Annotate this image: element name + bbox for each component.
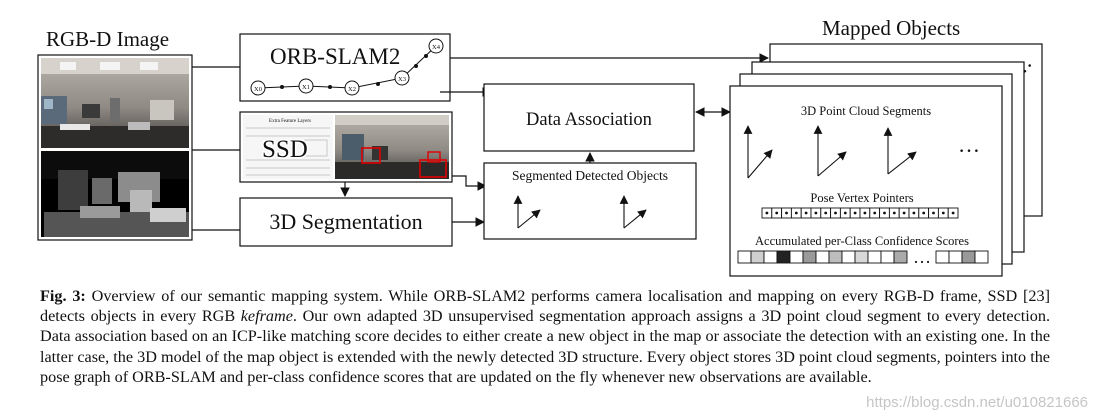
segmented-detected-objects-box: Segmented Detected Objects xyxy=(483,162,697,240)
pose-vertex-pointers-label: Pose Vertex Pointers xyxy=(810,191,913,205)
pose-graph-dots xyxy=(280,54,428,89)
pointer-dot xyxy=(775,211,779,215)
pointer-dot xyxy=(804,211,808,215)
more-scores-ellipsis: … xyxy=(913,247,931,267)
rgbd-image-panel xyxy=(37,54,193,241)
pointer-dot xyxy=(941,211,945,215)
confidence-cell xyxy=(737,250,752,264)
svg-text:Extra Feature Layers: Extra Feature Layers xyxy=(269,119,311,124)
watermark: https://blog.csdn.net/u010821666 xyxy=(866,394,1088,411)
mapped-objects-stack: … xyxy=(729,43,1043,277)
figure-caption: Fig. 3: Overview of our semantic mapping… xyxy=(40,286,1050,387)
confidence-cell xyxy=(948,250,963,264)
caption-text-end: . Our own adapted 3D unsupervised segmen… xyxy=(40,307,1050,386)
pointer-dot xyxy=(951,211,955,215)
confidence-cell xyxy=(802,250,817,264)
axes-icon xyxy=(883,127,917,175)
orb-slam2-box: ORB-SLAM2 X0 X1 X2 X3 X4 xyxy=(239,33,451,102)
pointer-dot xyxy=(824,211,828,215)
confidence-cell xyxy=(750,250,765,264)
3d-segmentation-label: 3D Segmentation xyxy=(269,209,422,234)
pointer-dot xyxy=(912,211,916,215)
pointer-dot xyxy=(853,211,857,215)
confidence-cell xyxy=(854,250,869,264)
confidence-cell xyxy=(893,250,908,264)
data-association-box: Data Association xyxy=(483,83,695,152)
map-object-card xyxy=(729,85,1003,277)
confidence-score-bar xyxy=(737,250,989,264)
ssd-box: Extra Feature Layers SSD xyxy=(239,111,453,183)
detection-box xyxy=(419,159,447,178)
segmented-detected-objects-label: Segmented Detected Objects xyxy=(512,168,668,183)
svg-text:X3: X3 xyxy=(398,76,406,83)
rgb-photo xyxy=(41,58,189,148)
pointer-dot xyxy=(834,211,837,215)
axes-icon xyxy=(813,125,847,177)
confidence-cell xyxy=(828,250,843,264)
pointer-dot xyxy=(883,211,886,215)
svg-text:X0: X0 xyxy=(254,86,262,93)
pose-graph-node-x1: X1 xyxy=(298,78,314,94)
pointer-dot xyxy=(873,211,877,215)
confidence-cell xyxy=(841,250,856,264)
pointer-dot xyxy=(765,211,769,215)
confidence-cell xyxy=(789,250,804,264)
caption-figure-label: Fig. 3: xyxy=(40,287,86,305)
svg-text:X4: X4 xyxy=(432,44,441,51)
pose-graph-node-x3: X3 xyxy=(394,70,410,86)
pointer-dot xyxy=(785,211,788,215)
confidence-cell xyxy=(763,250,778,264)
pointer-dot xyxy=(863,211,867,215)
3d-segmentation-box: 3D Segmentation xyxy=(239,197,453,247)
pointer-dot xyxy=(814,211,818,215)
confidence-cell xyxy=(815,250,830,264)
svg-text:X2: X2 xyxy=(348,86,356,93)
pointer-dot xyxy=(902,211,906,215)
pose-graph-node-x4: X4 xyxy=(428,38,444,54)
pose-graph-node-x0: X0 xyxy=(250,80,266,96)
confidence-cell xyxy=(935,250,950,264)
svg-text:X1: X1 xyxy=(302,84,310,91)
detection-box xyxy=(427,151,441,163)
depth-image xyxy=(41,151,189,237)
pointer-dot xyxy=(843,211,847,215)
mapped-objects-title: Mapped Objects xyxy=(822,16,960,40)
caption-emphasis: keframe xyxy=(240,307,293,326)
more-segments-ellipsis: … xyxy=(958,132,980,157)
caption-text: Overview of our semantic mapping system.… xyxy=(40,287,1050,326)
confidence-cell xyxy=(974,250,989,264)
ssd-detection-photo xyxy=(335,115,449,179)
confidence-cell xyxy=(867,250,882,264)
data-association-label: Data Association xyxy=(526,110,652,130)
confidence-cell xyxy=(961,250,976,264)
pointer-dot xyxy=(922,211,926,215)
axes-icon xyxy=(743,125,773,179)
pointer-dot xyxy=(794,211,798,215)
ssd-network-screenshot: Extra Feature Layers xyxy=(243,115,333,179)
ssd-label: SSD xyxy=(262,136,308,163)
orb-slam2-label: ORB-SLAM2 xyxy=(270,44,400,69)
confidence-scores-label: Accumulated per-Class Confidence Scores xyxy=(755,234,969,248)
pointer-dot xyxy=(932,211,935,215)
confidence-cell xyxy=(880,250,895,264)
axes-icon xyxy=(619,195,647,229)
pose-graph-node-x2: X2 xyxy=(344,80,360,96)
detection-box xyxy=(361,147,381,164)
point-cloud-segments-label: 3D Point Cloud Segments xyxy=(801,104,931,118)
system-overview-diagram: RGB-D Image xyxy=(37,16,1043,277)
pose-vertex-pointer-bar xyxy=(761,207,959,219)
confidence-cell xyxy=(776,250,791,264)
pointer-dot xyxy=(892,211,896,215)
axes-icon xyxy=(513,195,541,229)
rgbd-image-title: RGB-D Image xyxy=(46,27,169,51)
